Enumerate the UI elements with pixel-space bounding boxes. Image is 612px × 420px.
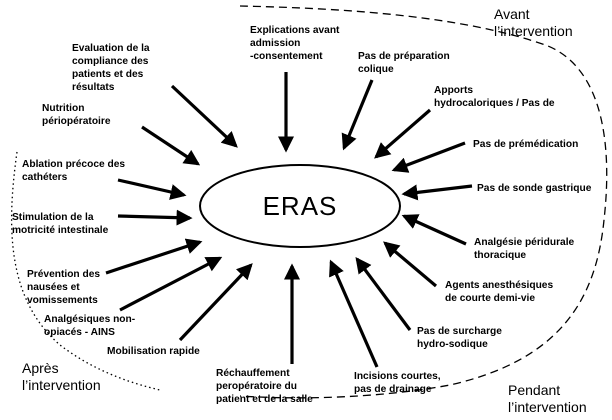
arrow-prevention-nausees: [105, 238, 203, 275]
item-apports-hydrocaloriques: Apports hydrocaloriques / Pas de: [434, 85, 555, 109]
item-sonde-gastrique: Pas de sonde gastrique: [477, 183, 592, 194]
arrow-surcharge-hydrosodique: [355, 256, 412, 331]
item-agents-anesthesiques: Agents anesthésiques de courte demi-vie: [445, 280, 554, 304]
item-mobilisation-rapide: Mobilisation rapide: [107, 346, 200, 357]
item-surcharge-hydrosodique: Pas de surcharge hydro-sodique: [417, 326, 502, 350]
arrow-apports-hydrocaloriques: [374, 108, 432, 159]
arrow-preparation-colique: [341, 79, 374, 151]
arrow-sonde-gastrique: [401, 184, 473, 201]
item-stimulation-motricite: Stimulation de la motricité intestinale: [12, 212, 109, 236]
arrow-analgesie-peridurale: [401, 214, 467, 246]
arrow-stimulation-motricite: [117, 209, 193, 226]
item-preparation-colique: Pas de préparation colique: [358, 51, 450, 75]
item-ablation-catheters: Ablation précoce des cathéters: [22, 159, 126, 183]
arrow-premedication: [391, 141, 466, 173]
phase-after-label: Après l’intervention: [22, 360, 101, 393]
phase-during-label: Pendant l’intervention: [508, 382, 587, 415]
arrow-agents-anesthesiques: [383, 241, 438, 288]
eras-ellipse: [199, 164, 401, 248]
arrow-evaluation-compliance: [170, 84, 238, 148]
phase-before-label: Avant l’intervention: [494, 6, 573, 39]
arrow-nutrition-perioperatoire: [141, 125, 201, 166]
arrow-ablation-catheters: [117, 178, 187, 200]
item-nutrition-perioperatoire: Nutrition périopératoire: [42, 103, 111, 127]
item-prevention-nausees: Prévention des nausées et vomissements: [27, 269, 101, 306]
item-explications: Explications avant admission -consenteme…: [250, 25, 340, 62]
arrow-incisions-courtes: [329, 259, 379, 368]
item-incisions-courtes: Incisions courtes, pas de drainage: [354, 371, 441, 395]
arrow-analgesiques-ains: [119, 256, 223, 312]
item-premedication: Pas de prémédication: [473, 139, 579, 150]
arrow-mobilisation-rapide: [178, 263, 253, 342]
item-analgesie-peridurale: Analgésie péridurale thoracique: [474, 237, 575, 261]
item-rechauffement: Réchauffement peropératoire du patient e…: [216, 368, 313, 405]
boundary-before-during-dashed: [239, 5, 608, 399]
eras-center-label: ERAS: [262, 190, 338, 221]
item-evaluation-compliance: Evaluation de la compliance des patients…: [72, 43, 150, 92]
item-analgesiques-ains: Analgésiques non- opiacés - AINS: [44, 314, 136, 338]
